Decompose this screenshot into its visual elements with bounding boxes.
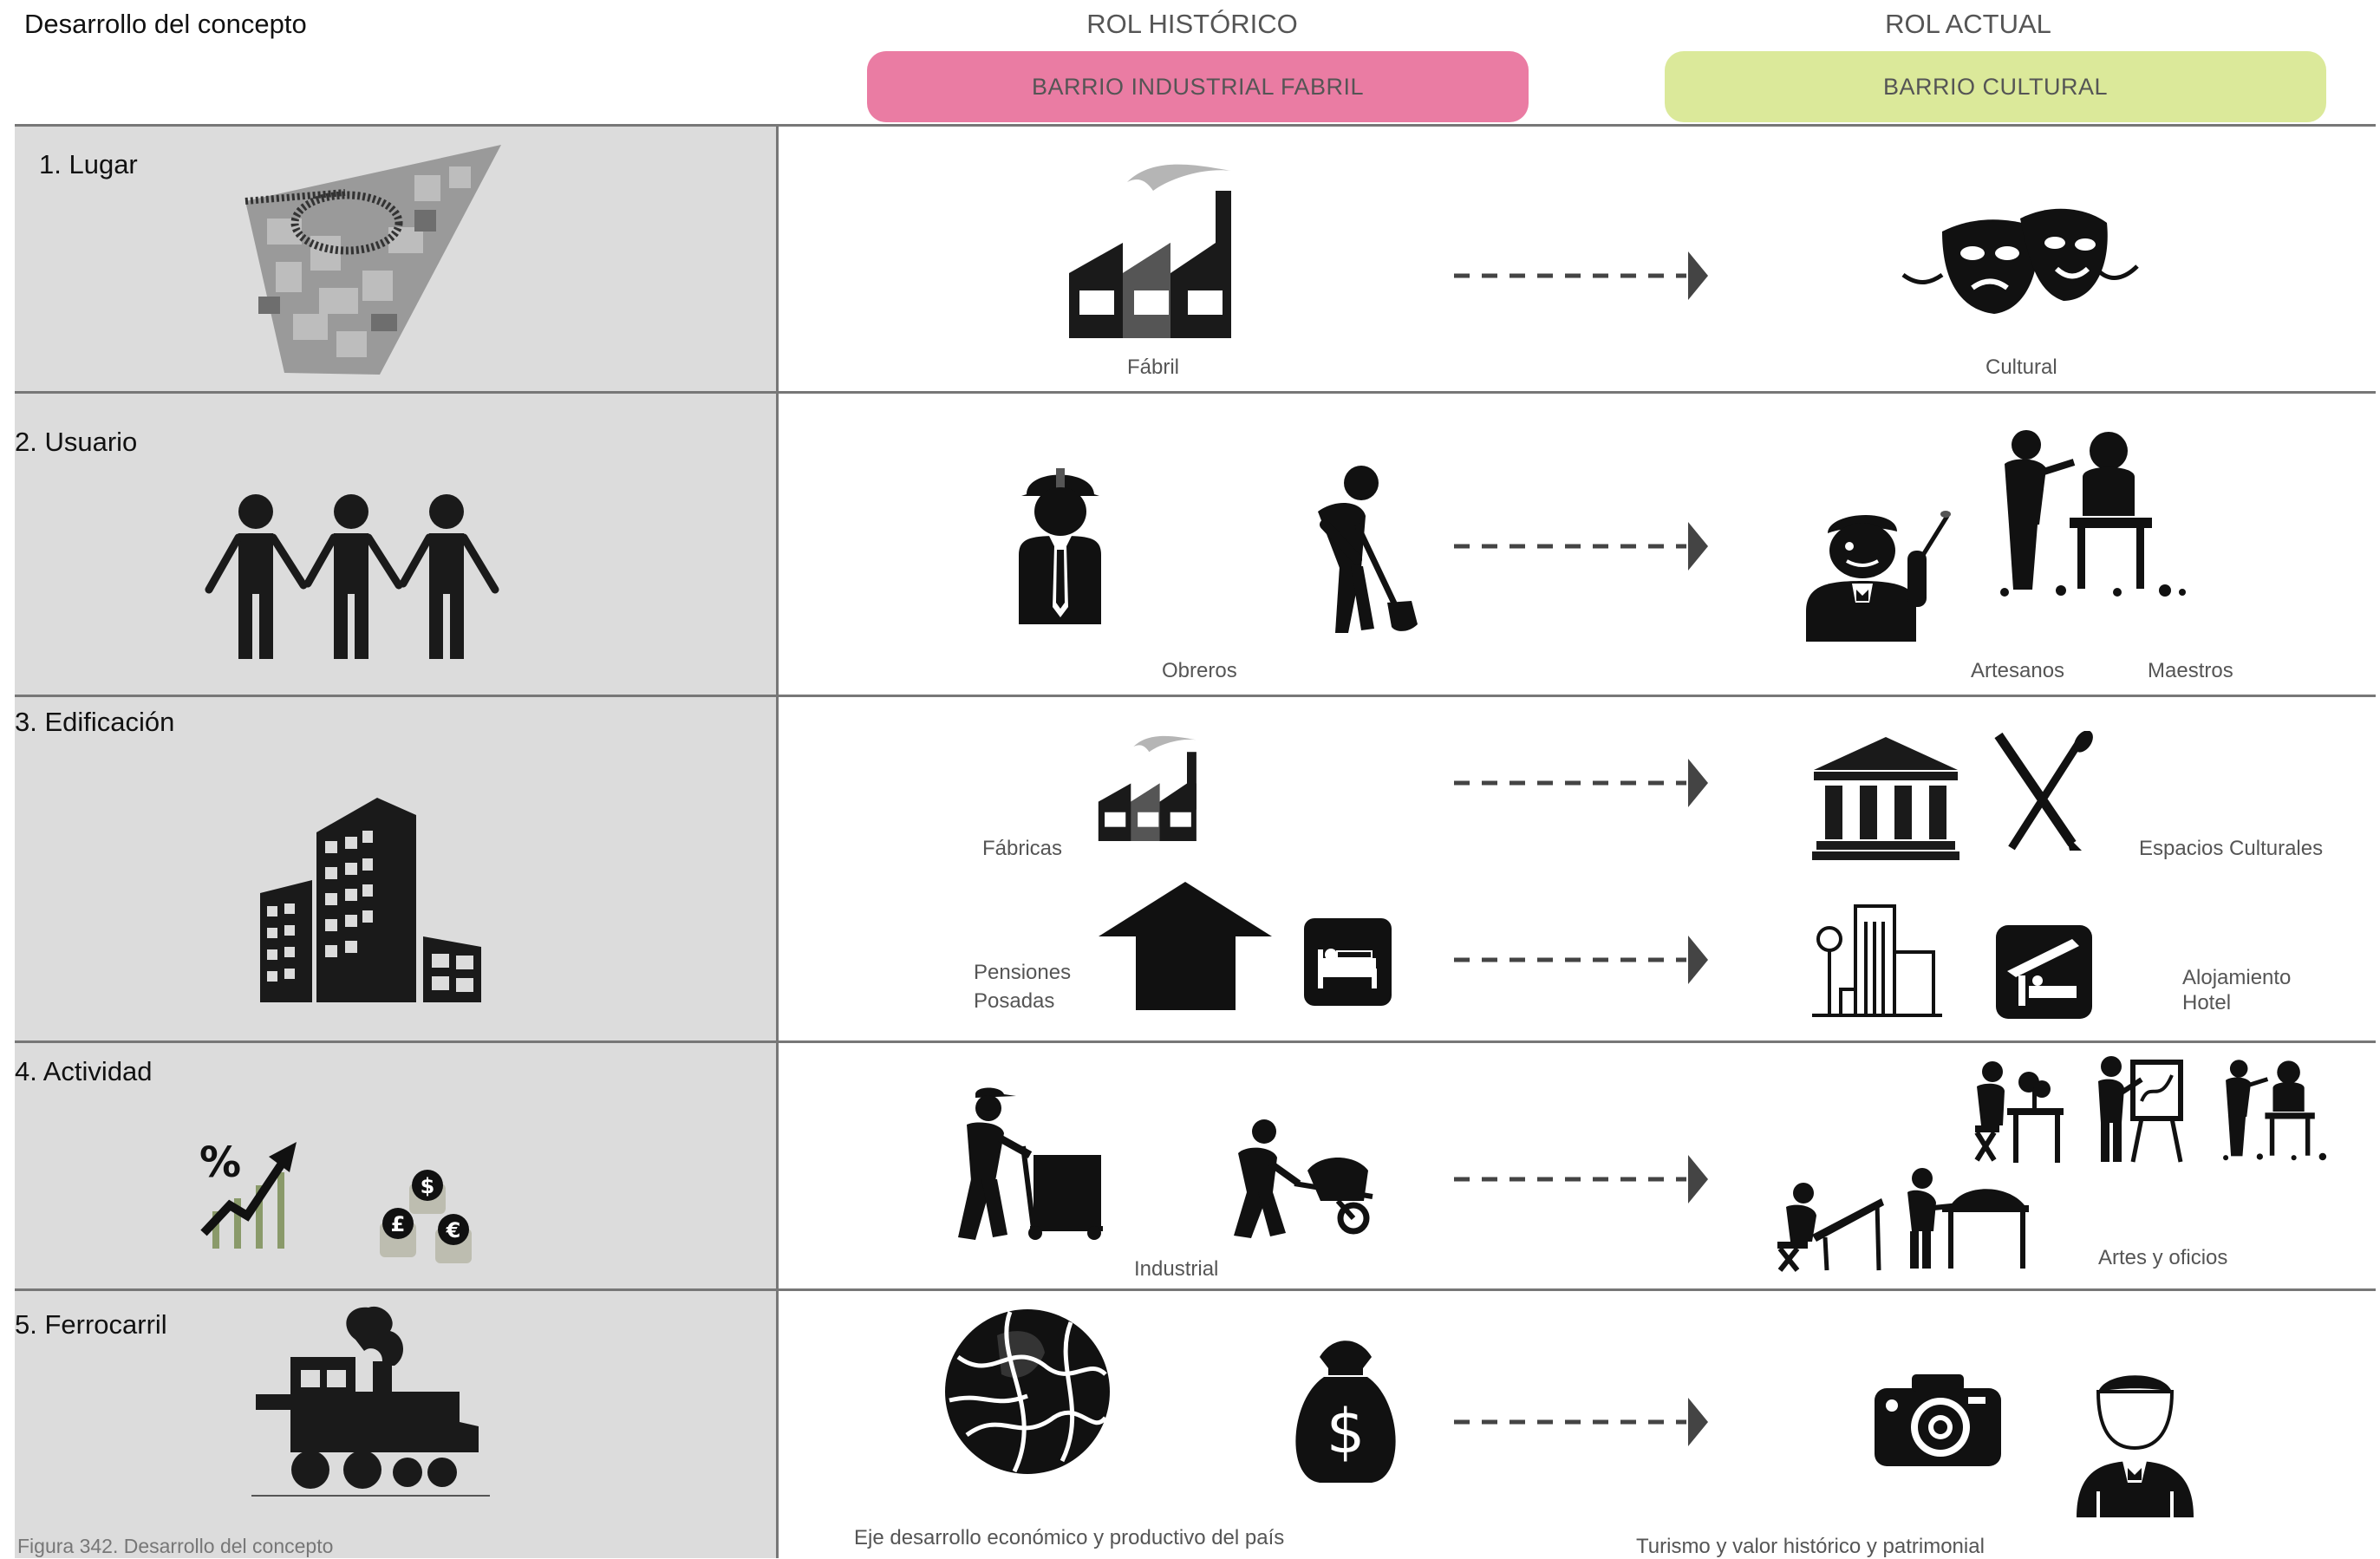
factory-icon	[1069, 164, 1231, 338]
caption-artes-oficios: Artes y oficios	[2098, 1246, 2228, 1269]
factory-small-icon	[1098, 735, 1197, 841]
artist-easel-icon	[2098, 1056, 2183, 1163]
pound-coin-symbol: £	[391, 1212, 406, 1236]
euro-coin-symbol: €	[446, 1218, 461, 1243]
caption-fabril: Fábril	[1127, 356, 1180, 379]
coins-icon: $ £ €	[380, 1170, 472, 1263]
sculptor-small-icon	[2223, 1060, 2327, 1161]
worker-handtruck-icon	[958, 1087, 1103, 1240]
worker-shovel-icon	[1318, 466, 1418, 633]
artisan-painter-icon	[1806, 511, 1951, 642]
caption-pensiones: Pensiones	[974, 961, 1072, 984]
worker-hardhat-icon	[1019, 468, 1101, 624]
neighborhood-map-icon	[245, 145, 501, 375]
caption-obreros: Obreros	[1162, 659, 1237, 682]
transition-arrow-icon	[1454, 1155, 1708, 1203]
column-divider	[776, 126, 779, 1558]
caption-industrial: Industrial	[1134, 1257, 1219, 1281]
row-label-edificacion: 3. Edificación	[15, 707, 175, 737]
caption-eje-desarrollo: Eje desarrollo económico y productivo de…	[854, 1526, 1285, 1549]
caption-maestros: Maestros	[2148, 659, 2233, 682]
current-role-heading: ROL ACTUAL	[1885, 9, 2051, 39]
row-divider	[15, 124, 2376, 127]
page-title: Desarrollo del concepto	[24, 9, 307, 39]
row-divider	[15, 1040, 2376, 1043]
row-label-lugar: 1. Lugar	[39, 149, 138, 179]
caption-posadas: Posadas	[974, 989, 1055, 1013]
transition-arrow-icon	[1454, 1398, 1708, 1446]
caption-espacios-culturales: Espacios Culturales	[2139, 837, 2324, 860]
caption-hotel: Hotel	[2182, 991, 2232, 1014]
row-divider	[15, 1288, 2376, 1291]
historic-role-pill-label: BARRIO INDUSTRIAL FABRIL	[1031, 73, 1365, 100]
money-bag-dollar-symbol: $	[1327, 1396, 1366, 1467]
artisan-bonsai-icon	[1974, 1061, 2064, 1163]
museum-icon	[1812, 737, 1959, 860]
people-group-icon	[205, 494, 499, 659]
historic-role-heading: ROL HISTÓRICO	[1086, 9, 1298, 39]
figure-caption: Figura 342. Desarrollo del concepto	[17, 1535, 334, 1557]
bed-sign-icon	[1304, 918, 1392, 1006]
caption-turismo: Turismo y valor histórico y patrimonial	[1636, 1535, 1985, 1558]
caption-artesanos: Artesanos	[1971, 659, 2065, 682]
row-divider	[15, 391, 2376, 394]
brush-pencil-icon	[1994, 731, 2093, 851]
artist-portrait-icon	[2077, 1375, 2194, 1517]
percent-symbol: %	[199, 1138, 241, 1187]
hotel-sign-icon	[1996, 925, 2092, 1019]
potter-icon	[1907, 1168, 2029, 1269]
row-divider	[15, 695, 2376, 697]
caption-fabricas: Fábricas	[982, 837, 1063, 860]
buildings-icon	[260, 798, 481, 1002]
current-role-pill-label: BARRIO CULTURAL	[1882, 73, 2109, 100]
caption-cultural: Cultural	[1986, 356, 2057, 379]
steam-locomotive-icon	[251, 1306, 490, 1497]
row-label-usuario: 2. Usuario	[15, 427, 138, 457]
worker-wheelbarrow-icon	[1234, 1119, 1373, 1238]
transition-arrow-icon	[1454, 522, 1708, 571]
current-role-pill: BARRIO CULTURAL	[1665, 51, 2326, 122]
row-label-actividad: 4. Actividad	[15, 1056, 153, 1086]
caption-alojamiento: Alojamiento	[2182, 966, 2292, 989]
hotel-building-icon	[1812, 904, 1942, 1017]
theater-masks-icon	[1901, 208, 2139, 314]
dollar-coin-symbol: $	[421, 1174, 435, 1198]
caption-pensiones-posadas: Pensiones Posadas	[974, 958, 1071, 1015]
transition-arrow-icon	[1454, 759, 1708, 807]
row-label-ferrocarril: 5. Ferrocarril	[15, 1309, 167, 1340]
historic-role-pill: BARRIO INDUSTRIAL FABRIL	[867, 51, 1529, 122]
caption-alojamiento-hotel: Alojamiento Hotel	[2182, 965, 2291, 1015]
transition-arrow-icon	[1454, 251, 1708, 300]
transition-arrow-icon	[1454, 936, 1708, 984]
globe-icon	[945, 1309, 1110, 1474]
camera-icon	[1875, 1374, 2001, 1466]
growth-chart-icon: %	[199, 1138, 297, 1249]
master-sculptor-icon	[2000, 430, 2186, 597]
house-icon	[1099, 882, 1272, 1010]
money-bag-icon: $	[1295, 1340, 1396, 1483]
carpenter-icon	[1777, 1183, 1884, 1272]
